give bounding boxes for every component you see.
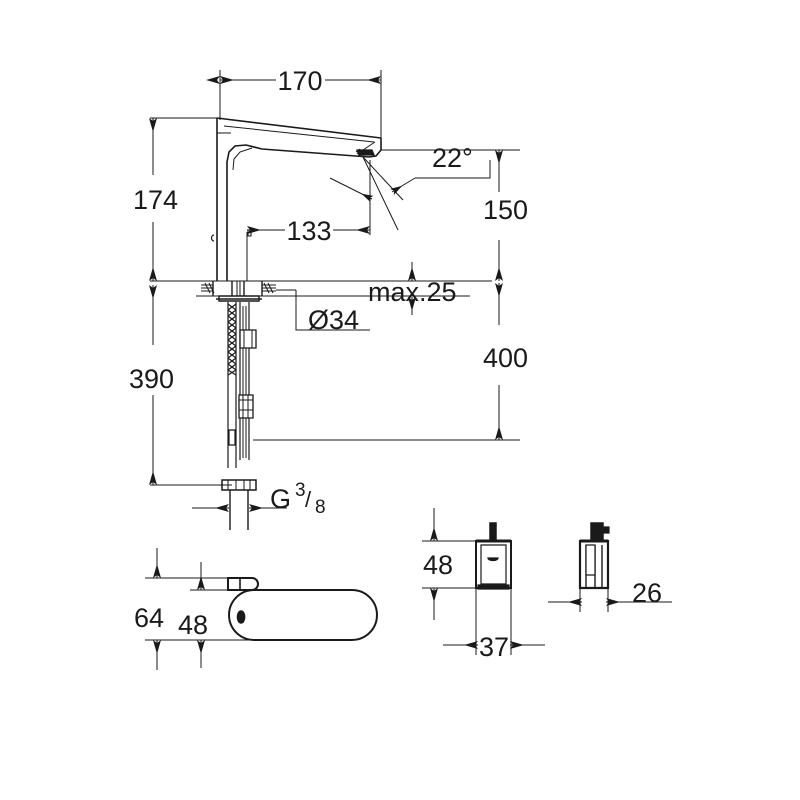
dimension-150 <box>381 149 520 281</box>
dimension-g38 <box>192 490 287 515</box>
dim-label-48-plan: 48 <box>178 610 208 640</box>
dim-label-133: 133 <box>286 216 331 246</box>
deck-mounting-assembly <box>150 280 492 302</box>
supply-hose-assembly <box>221 302 257 530</box>
dim-label-150: 150 <box>483 195 528 225</box>
dim-label-64: 64 <box>134 603 164 633</box>
g38-numerator: 3 <box>295 480 306 501</box>
g38-denominator: 8 <box>315 497 326 518</box>
dimension-max25 <box>276 262 470 315</box>
g38-slash: / <box>305 487 312 512</box>
dim-label-diameter-34: Ø34 <box>308 305 359 335</box>
dim-label-390: 390 <box>129 364 174 394</box>
dim-label-37: 37 <box>479 632 509 662</box>
side-view-body <box>578 522 610 590</box>
dim-label-22-degrees: 22° <box>432 143 473 173</box>
dimension-26 <box>548 589 672 612</box>
dimension-174 <box>149 117 220 281</box>
dimension-22-degrees <box>329 141 491 231</box>
plan-view-body <box>227 577 378 641</box>
leader-diameter-34 <box>276 289 370 331</box>
dimension-390 <box>149 285 232 486</box>
front-view-body <box>475 522 512 590</box>
dimension-48-front <box>422 508 480 620</box>
dimension-48-plan <box>190 562 254 668</box>
dimension-400 <box>253 283 520 441</box>
dim-label-170: 170 <box>277 66 322 96</box>
dim-label-400: 400 <box>483 343 528 373</box>
g38-letter: G <box>270 484 291 514</box>
faucet-body-elevation <box>210 117 382 281</box>
dim-label-48-front: 48 <box>423 550 453 580</box>
dim-label-g38: G 3 / 8 <box>270 480 326 518</box>
dim-label-26: 26 <box>632 578 662 608</box>
dim-label-max25: max.25 <box>368 277 457 307</box>
dim-label-174: 174 <box>133 185 178 215</box>
dimension-170 <box>206 70 382 140</box>
dimension-37 <box>443 589 545 655</box>
